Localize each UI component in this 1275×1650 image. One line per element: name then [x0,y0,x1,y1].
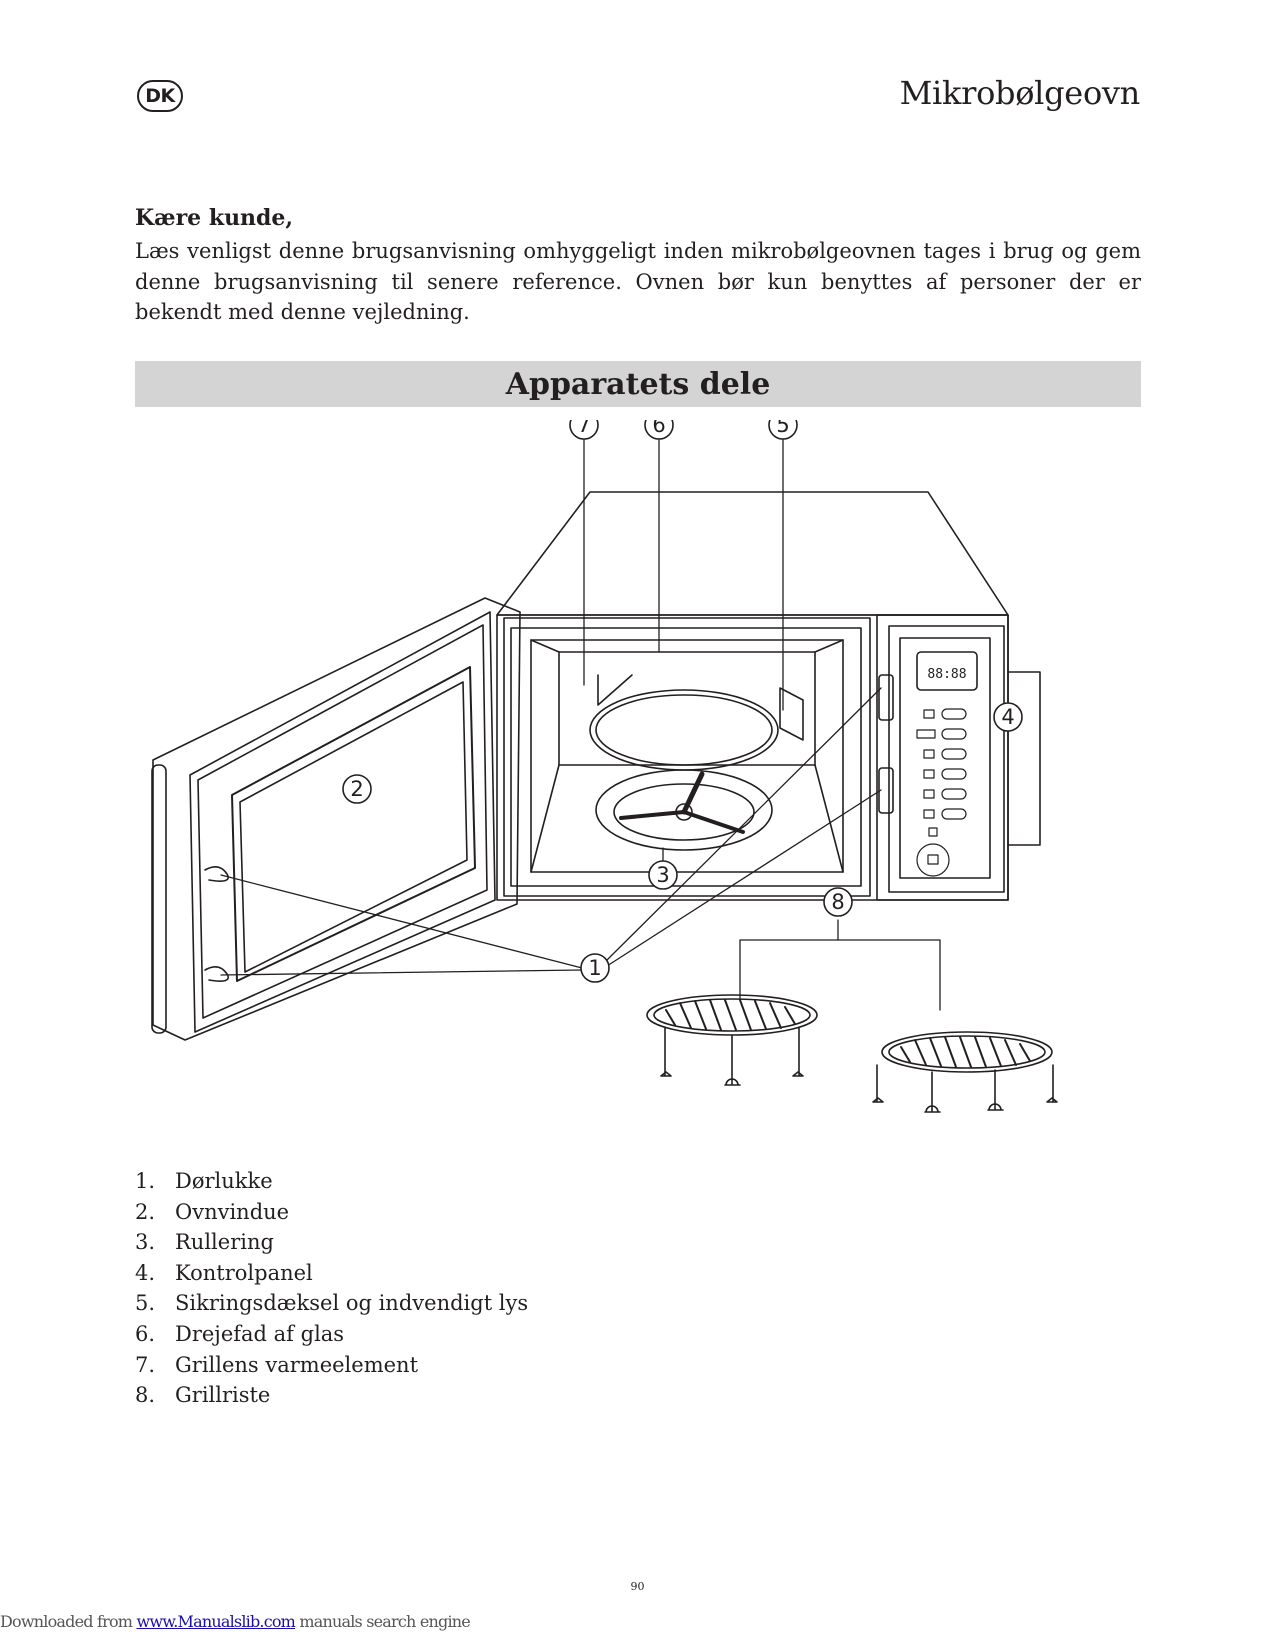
list-item: 3.Rullering [135,1227,528,1258]
list-item-label: Dørlukke [175,1166,273,1197]
callout-5: 5 [776,420,789,437]
callout-3: 3 [656,863,669,887]
page-number: 90 [0,1580,1275,1593]
list-item-label: Grillriste [175,1380,270,1411]
oven-body [497,492,1008,900]
list-item: 8.Grillriste [135,1380,528,1411]
intro-paragraph: Læs venligst denne brugsanvisning omhygg… [135,236,1141,328]
list-item: 6.Drejefad af glas [135,1319,528,1350]
list-item-label: Drejefad af glas [175,1319,344,1350]
list-item-number: 6. [135,1319,175,1350]
section-title: Apparatets dele [506,367,771,402]
list-item-label: Ovnvindue [175,1197,289,1228]
list-item-label: Rullering [175,1227,274,1258]
footer-prefix: Downloaded from [0,1612,136,1631]
callout-7: 7 [577,420,590,437]
list-item-label: Kontrolpanel [175,1258,313,1289]
parts-list: 1.Dørlukke 2.Ovnvindue 3.Rullering 4.Kon… [135,1166,528,1411]
callout-6: 6 [652,420,665,437]
list-item-number: 5. [135,1288,175,1319]
list-item: 4.Kontrolpanel [135,1258,528,1289]
list-item: 1.Dørlukke [135,1166,528,1197]
manualslib-link[interactable]: www.Manualslib.com [136,1612,295,1631]
callout-4: 4 [1001,705,1014,729]
callout-1: 1 [588,956,601,980]
footer: Downloaded from www.Manualslib.com manua… [0,1612,470,1631]
list-item: 5.Sikringsdæksel og indvendigt lys [135,1288,528,1319]
list-item-number: 1. [135,1166,175,1197]
list-item: 2.Ovnvindue [135,1197,528,1228]
control-panel: 88:88 [917,652,1040,876]
footer-suffix: manuals search engine [295,1612,470,1631]
list-item-number: 3. [135,1227,175,1258]
section-header: Apparatets dele [135,361,1141,407]
list-item: 7.Grillens varmeelement [135,1350,528,1381]
callouts: 7 6 5 4 2 3 8 1 [343,420,1022,982]
list-item-number: 2. [135,1197,175,1228]
document-title: Mikrobølgeovn [900,74,1140,112]
grill-racks [647,995,1057,1112]
greeting: Kære kunde, [135,205,293,231]
list-item-number: 8. [135,1380,175,1411]
callout-2: 2 [350,777,363,801]
callout-8: 8 [831,890,844,914]
list-item-label: Sikringsdæksel og indvendigt lys [175,1288,528,1319]
language-badge: DK [137,80,183,112]
list-item-number: 4. [135,1258,175,1289]
list-item-number: 7. [135,1350,175,1381]
microwave-parts-diagram: 88:88 [135,420,1141,1160]
list-item-label: Grillens varmeelement [175,1350,418,1381]
callout-leaders [221,440,940,1010]
control-panel-display: 88:88 [927,667,966,682]
